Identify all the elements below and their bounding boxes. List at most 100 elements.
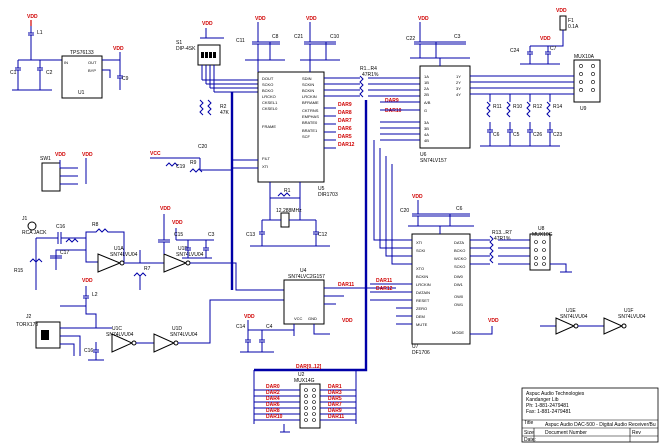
svg-text:ZERO: ZERO <box>416 306 427 311</box>
svg-text:R13...R7: R13...R7 <box>492 230 512 236</box>
svg-text:U9: U9 <box>580 106 587 112</box>
svg-text:C6: C6 <box>456 206 463 212</box>
u1-part: TPS76133 <box>70 50 94 56</box>
svg-text:J2: J2 <box>26 314 32 320</box>
inverter-u1b <box>163 253 188 273</box>
svg-text:WCKO: WCKO <box>454 256 466 261</box>
svg-text:OW0: OW0 <box>454 294 464 299</box>
svg-text:2Y: 2Y <box>456 80 461 85</box>
crystal-section: VCC C19 R9 C20 R1 12.288MHz C13 C12 <box>150 144 330 247</box>
svg-text:Document Number: Document Number <box>545 430 587 436</box>
u7-body <box>411 233 471 345</box>
svg-text:VDD: VDD <box>418 16 429 22</box>
svg-text:DATAIN: DATAIN <box>416 290 430 295</box>
u8-body <box>529 233 551 271</box>
svg-text:C20: C20 <box>198 144 207 150</box>
svg-text:C5: C5 <box>513 132 520 138</box>
svg-text:VDD: VDD <box>556 8 567 14</box>
svg-text:C8: C8 <box>272 34 279 40</box>
toslink-section: VDD L2 J2 TORX173 C16 U1C SN74LVU04 U1D … <box>16 278 284 361</box>
svg-text:MUTE: MUTE <box>416 322 428 327</box>
svg-text:XTI: XTI <box>262 164 268 169</box>
svg-text:DAR4: DAR4 <box>266 396 280 402</box>
svg-text:SCKO: SCKO <box>454 264 465 269</box>
svg-text:LRCKO: LRCKO <box>262 94 276 99</box>
svg-text:C3: C3 <box>454 34 461 40</box>
svg-text:SCKIN: SCKIN <box>302 82 314 87</box>
svg-text:C20: C20 <box>400 208 409 214</box>
svg-text:C3: C3 <box>208 232 215 238</box>
svg-text:VDD: VDD <box>412 194 423 200</box>
svg-text:4B: 4B <box>424 138 429 143</box>
svg-text:R10: R10 <box>513 104 522 110</box>
svg-text:DAR12: DAR12 <box>376 286 393 292</box>
svg-text:DAR8: DAR8 <box>266 408 280 414</box>
svg-text:C12: C12 <box>318 232 327 238</box>
svg-text:A/B: A/B <box>424 100 431 105</box>
svg-text:GND: GND <box>308 316 317 321</box>
svg-text:LRCKIN: LRCKIN <box>416 282 431 287</box>
svg-text:DAR0: DAR0 <box>266 384 280 390</box>
svg-text:BYP: BYP <box>88 68 96 73</box>
svg-text:VDD: VDD <box>255 16 266 22</box>
svg-text:C26: C26 <box>533 132 542 138</box>
svg-text:DW1: DW1 <box>454 282 464 287</box>
svg-text:Date:: Date: <box>524 437 536 443</box>
switch-connector: VDD VDD SW1 <box>40 152 93 192</box>
svg-text:FRAME: FRAME <box>262 124 276 129</box>
svg-text:1Y: 1Y <box>456 74 461 79</box>
svg-text:MUX10G: MUX10G <box>532 232 553 238</box>
svg-text:VDD: VDD <box>244 314 255 320</box>
svg-text:L2: L2 <box>92 292 98 298</box>
svg-text:VDD: VDD <box>306 16 317 22</box>
regulator-section: VDD L1 C1 C2 TPS76133 IN OUT BYP U1 VDD … <box>10 14 129 99</box>
svg-text:DAR9: DAR9 <box>338 102 352 108</box>
svg-text:DAR7: DAR7 <box>338 118 352 124</box>
svg-text:U1B: U1B <box>178 246 188 252</box>
svg-text:VDD: VDD <box>172 220 183 226</box>
svg-text:0.1A: 0.1A <box>568 24 579 30</box>
svg-text:C7: C7 <box>550 46 557 52</box>
svg-text:VDD: VDD <box>540 36 551 42</box>
svg-text:R12: R12 <box>533 104 542 110</box>
mux-u6: U6 SN74LV157 1A 1B 2A 2B A/B G 3A 3B 4A … <box>380 16 520 164</box>
svg-text:BFRAME: BFRAME <box>302 100 319 105</box>
svg-text:DAR11: DAR11 <box>376 278 392 284</box>
svg-text:VCC: VCC <box>294 316 303 321</box>
svg-text:IN: IN <box>64 60 68 65</box>
svg-text:12.288MHz: 12.288MHz <box>276 208 302 214</box>
svg-text:MODE: MODE <box>452 330 464 335</box>
connector-u2: U2 MUX14G DAR0 DAR2 DAR4 DAR6 DAR8 DAR10… <box>253 370 357 433</box>
svg-text:BCKIN: BCKIN <box>416 274 428 279</box>
svg-text:DIP-4SK: DIP-4SK <box>176 46 196 52</box>
svg-text:DAR3: DAR3 <box>328 390 342 396</box>
svg-text:SDIN: SDIN <box>302 76 312 81</box>
rca-jack[interactable] <box>27 221 37 231</box>
svg-text:C2: C2 <box>46 70 53 76</box>
svg-text:C24: C24 <box>510 48 519 54</box>
svg-text:VDD: VDD <box>342 318 353 324</box>
switch-sw1[interactable] <box>41 162 61 192</box>
svg-text:C16: C16 <box>84 348 93 354</box>
svg-text:VDD: VDD <box>202 21 213 27</box>
svg-text:C11: C11 <box>236 38 245 44</box>
svg-text:U1F: U1F <box>624 308 633 314</box>
svg-text:G: G <box>424 108 427 113</box>
svg-text:4A: 4A <box>424 132 429 137</box>
svg-text:DF1706: DF1706 <box>412 350 430 356</box>
svg-text:C4: C4 <box>266 324 273 330</box>
svg-text:C17: C17 <box>60 250 69 256</box>
svg-text:VDD: VDD <box>55 152 66 158</box>
svg-text:C19: C19 <box>176 164 185 170</box>
u7-right-pins: DATA BCKO WCKO SCKO DW0 DW1 OW0 OW1 MODE <box>452 240 466 335</box>
svg-text:XTI: XTI <box>416 240 422 245</box>
svg-text:DATA: DATA <box>454 240 464 245</box>
svg-text:MUX10A: MUX10A <box>574 54 595 60</box>
svg-text:SCKO: SCKO <box>262 82 273 87</box>
svg-text:C22: C22 <box>406 36 415 42</box>
svg-text:U8: U8 <box>538 226 545 232</box>
inverter-u1f <box>603 317 624 335</box>
svg-text:J1: J1 <box>22 216 28 222</box>
svg-text:U1C: U1C <box>112 326 122 332</box>
